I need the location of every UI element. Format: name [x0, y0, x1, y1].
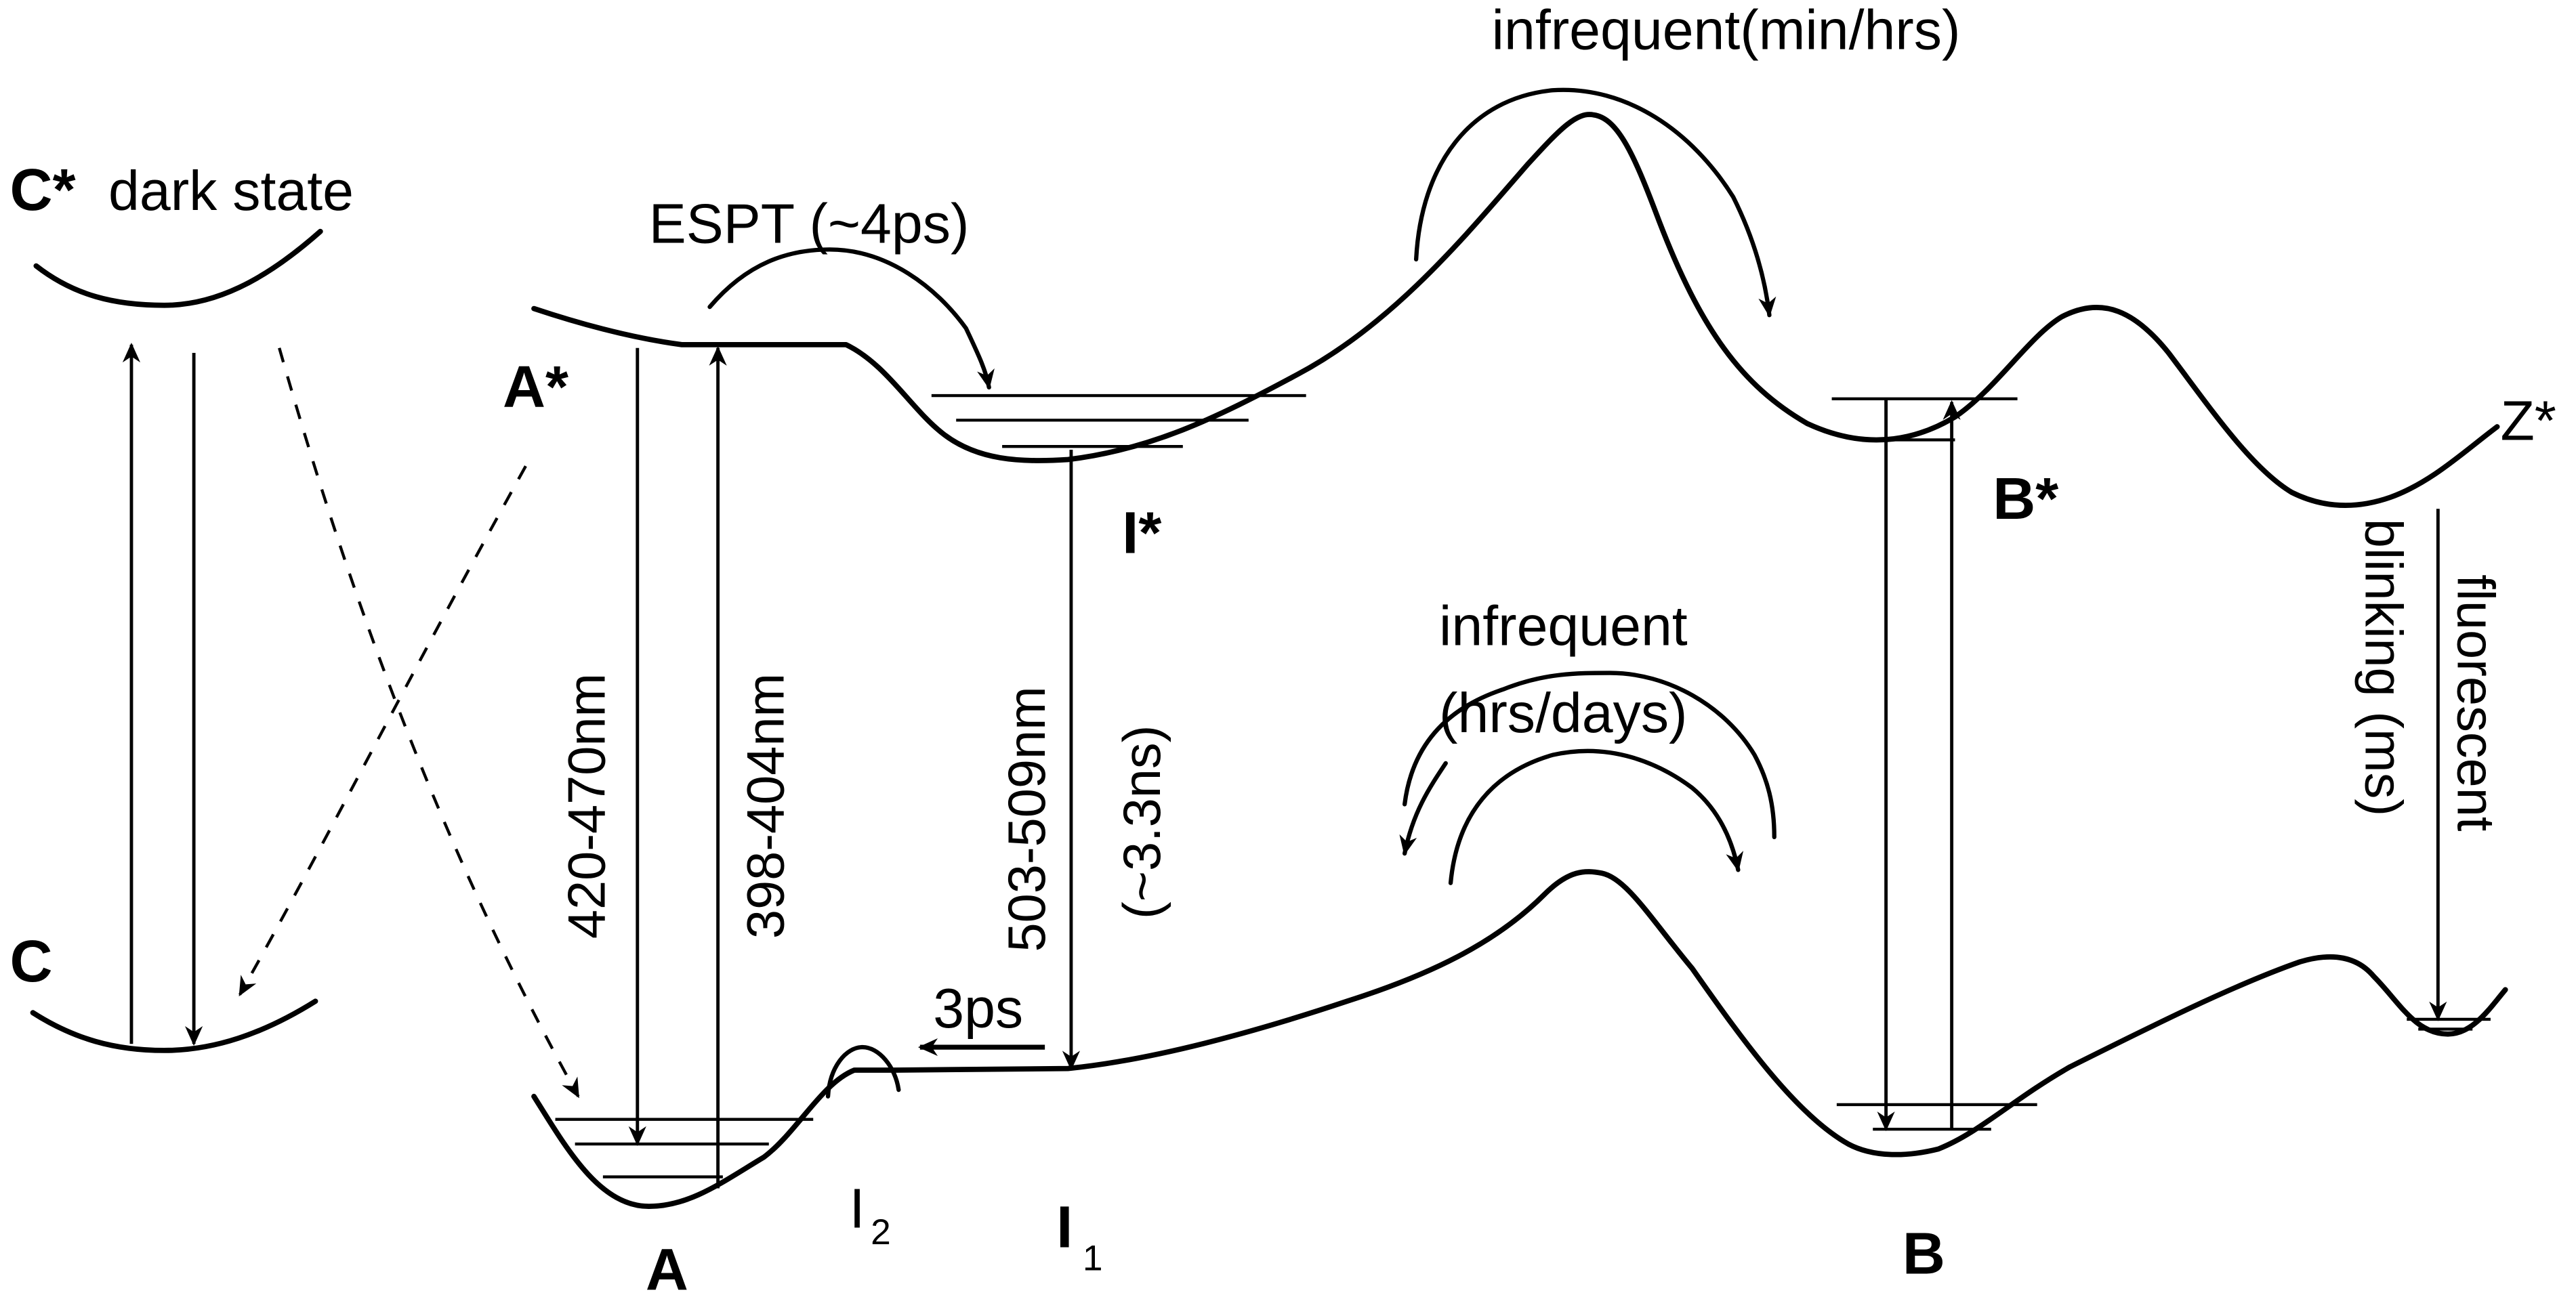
z-star-label: Z* [2500, 389, 2556, 452]
infrequent-bottom-outer-arrow [1399, 761, 1448, 856]
i2-letter: I [850, 1178, 865, 1240]
excited-state-surface [531, 112, 2500, 509]
i1-label: I 1 [1056, 1195, 1102, 1279]
b-star-label: B* [1993, 466, 2058, 532]
emission-i-label: 503-509nm [998, 686, 1056, 952]
dashed-cstar-to-a [278, 347, 580, 1099]
ground-state-surface [531, 869, 2508, 1210]
a-star-label: A* [503, 354, 568, 420]
espt-arc-arrow [707, 247, 995, 390]
i2-subscript: 2 [871, 1212, 891, 1252]
c-star-description: dark state [108, 160, 354, 222]
infrequent-top-arc-arrow [1413, 87, 1777, 318]
blinking-label-2: blinking (ms) [2354, 519, 2413, 816]
lifetime-i-label: (~3.3ns) [1113, 725, 1171, 920]
i2-label: I 2 [850, 1178, 891, 1252]
c-star-label: C* [10, 157, 76, 223]
i1-subscript: 1 [1083, 1239, 1103, 1279]
c-label: C [10, 929, 53, 994]
espt-label: ESPT (~4ps) [649, 193, 970, 255]
emission-a-label: 420-470nm [558, 673, 616, 939]
i2-hop-arc [825, 1044, 901, 1099]
infrequent-bottom-label-1: infrequent [1439, 595, 1688, 657]
infrequent-top-label: infrequent(min/hrs) [1492, 0, 1961, 62]
infrequent-bottom-outer-arc [1403, 671, 1777, 840]
relax-3ps-label: 3ps [933, 977, 1023, 1040]
i1-letter: I [1056, 1195, 1073, 1260]
infrequent-bottom-inner-arc [1448, 748, 1744, 885]
infrequent-bottom-label-2: (hrs/days) [1439, 682, 1687, 744]
c-star-well [33, 228, 323, 308]
c-well [30, 998, 318, 1053]
b-label: B [1903, 1221, 1945, 1287]
blinking-label-1: fluorescent [2446, 574, 2504, 831]
i-star-label: I* [1122, 501, 1161, 566]
a-label: A [646, 1237, 688, 1295]
absorption-a-label: 398-404nm [737, 673, 795, 939]
dashed-astar-to-c [238, 465, 527, 997]
